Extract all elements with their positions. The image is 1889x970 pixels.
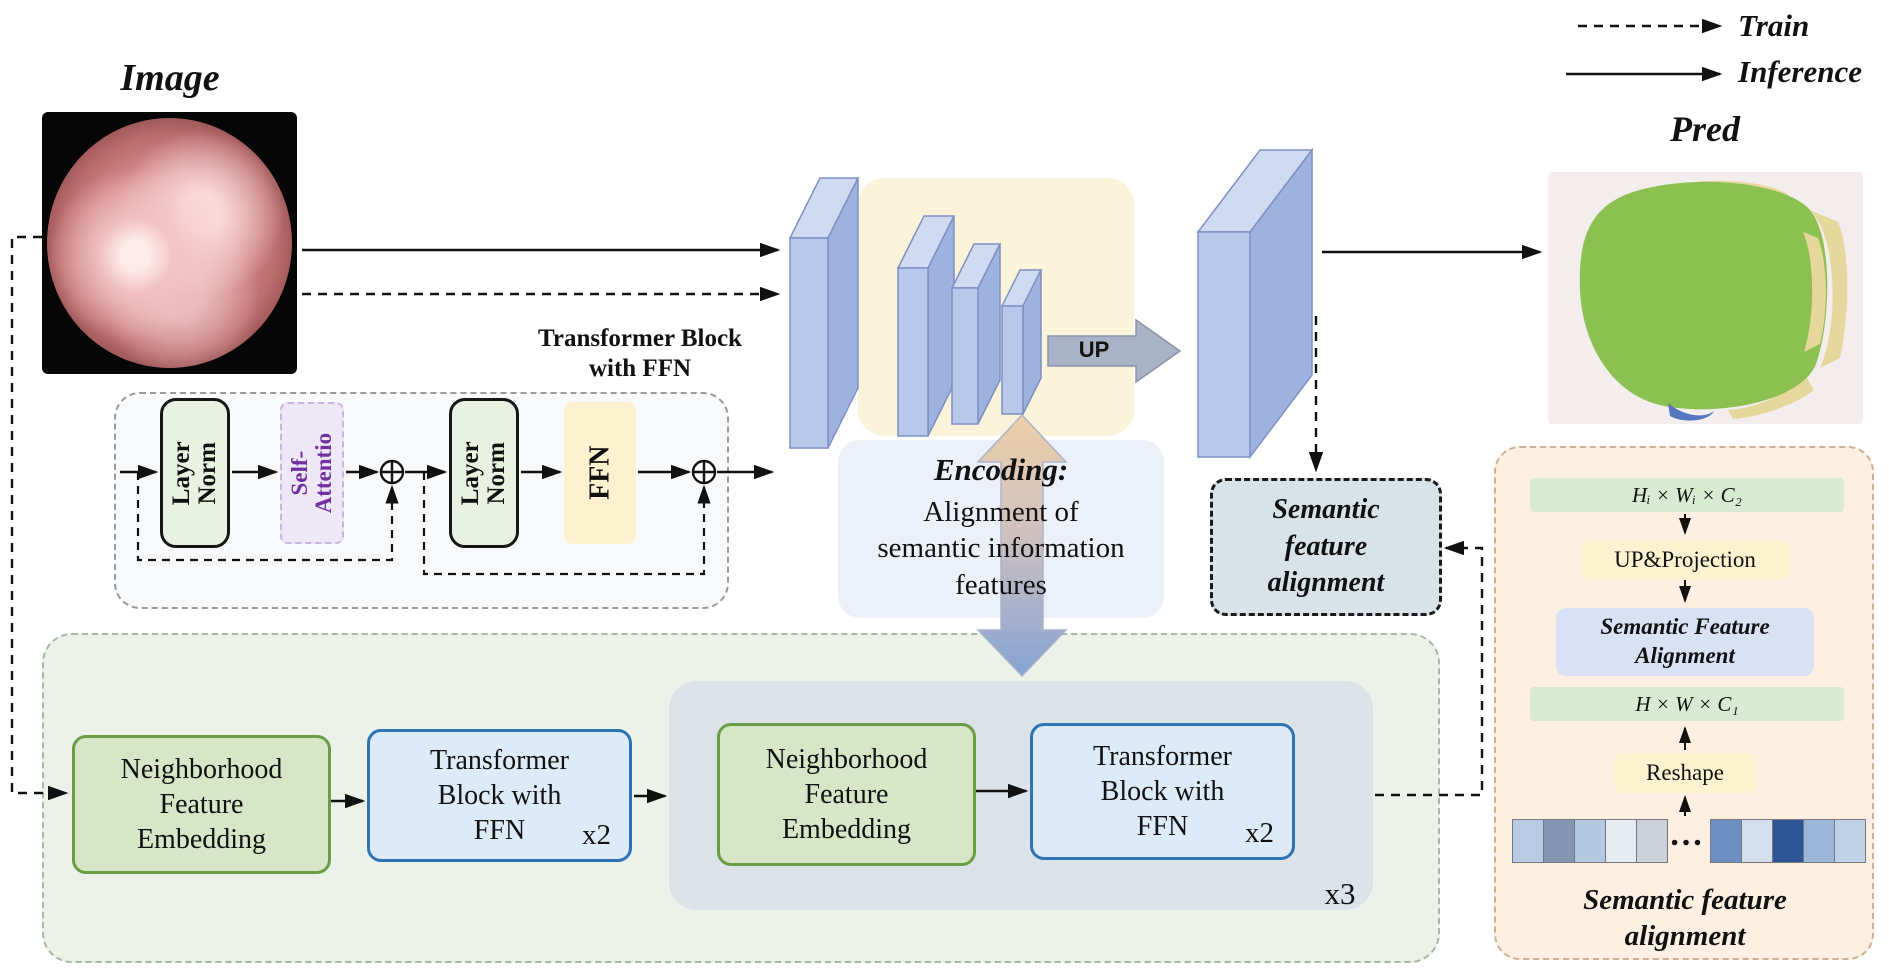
transformer-block-1-box: Transformer Block with FFN x2 [367, 729, 632, 862]
feature-dims-bottom-bar: H × W × C₁ [1530, 687, 1844, 721]
token-cell [1637, 820, 1667, 862]
token-cell [1773, 820, 1804, 862]
neighborhood-feature-embedding-2-label: Neighborhood Feature Embedding [765, 744, 928, 845]
token-cell [1835, 820, 1865, 862]
token-cell [1575, 820, 1606, 862]
layer-norm-2-label: Layer Norm [456, 441, 510, 505]
semantic-feature-alignment-box: Semantic feature alignment [1210, 478, 1442, 616]
stage-repeat-multiplier: x3 [1324, 876, 1356, 911]
segmentation-mask-graphic [1548, 172, 1863, 424]
input-image-title: Image [120, 57, 220, 99]
feature-slab-side [827, 177, 859, 449]
layer-norm-1-label: Layer Norm [167, 441, 221, 505]
feature-dims-top-bar: Hᵢ × Wᵢ × C₂ [1530, 478, 1844, 512]
transformer-block-2-label: Transformer Block with FFN [1093, 741, 1232, 842]
self-attention-box: Self- Attentio [280, 402, 344, 544]
neighborhood-feature-embedding-1-label: Neighborhood Feature Embedding [120, 754, 283, 855]
decoder-slab-top [1196, 149, 1314, 233]
decoder-slab-side [1249, 147, 1313, 460]
sfa-panel-title: Semantic feature alignment [1583, 884, 1787, 953]
neighborhood-feature-embedding-1-box: Neighborhood Feature Embedding [72, 735, 331, 874]
layer-norm-2-box: Layer Norm [449, 398, 519, 548]
endoscope-view [47, 118, 292, 368]
token-cell [1742, 820, 1773, 862]
transformer-block-1-label: Transformer Block with FFN [430, 745, 569, 846]
token-strip-left [1512, 819, 1668, 863]
encoding-body-text: Alignment of semantic information featur… [877, 496, 1125, 601]
transformer-block-2-multiplier: x2 [1245, 816, 1274, 849]
semantic-feature-alignment-box-bg: Semantic feature alignment [1210, 478, 1442, 616]
reshape-box: Reshape [1614, 753, 1756, 793]
token-strip-right [1710, 819, 1866, 863]
segmentation-prediction-image [1548, 172, 1863, 424]
token-cell [1804, 820, 1835, 862]
encoder-backdrop-panel [858, 178, 1134, 436]
ffn-label: FFN [584, 445, 616, 501]
up-projection-box: UP&Projection [1580, 540, 1790, 580]
legend-train-label: Train [1738, 8, 1810, 43]
semantic-feature-alignment-op-box: Semantic Feature Alignment [1556, 608, 1814, 676]
prediction-title: Pred [1670, 109, 1740, 149]
neighborhood-feature-embedding-2-box: Neighborhood Feature Embedding [717, 723, 976, 866]
transformer-block-1-multiplier: x2 [582, 818, 611, 851]
feature-slab-top [788, 177, 860, 239]
upsample-label: UP [1078, 337, 1110, 362]
token-cell [1606, 820, 1637, 862]
ellipsis-dots: … [1669, 816, 1703, 853]
ffn-box: FFN [564, 402, 636, 544]
encoding-title: Encoding: [933, 452, 1069, 487]
transformer-block-2-box: Transformer Block with FFN x2 [1030, 723, 1295, 860]
decoder-feature-slab [1196, 147, 1314, 460]
feature-slab-front [789, 237, 829, 449]
self-attention-label: Self- Attentio [286, 432, 337, 514]
endoscopy-input-image [42, 112, 297, 374]
token-cell [1544, 820, 1575, 862]
token-cell [1711, 820, 1742, 862]
decoder-slab-front [1197, 231, 1251, 458]
legend-inference-label: Inference [1738, 54, 1862, 89]
transformer-block-title: Transformer Block with FFN [538, 325, 742, 382]
token-cell [1513, 820, 1544, 862]
layer-norm-1-box: Layer Norm [160, 398, 230, 548]
semantic-feature-alignment-box-label: Semantic feature alignment [1267, 494, 1385, 599]
